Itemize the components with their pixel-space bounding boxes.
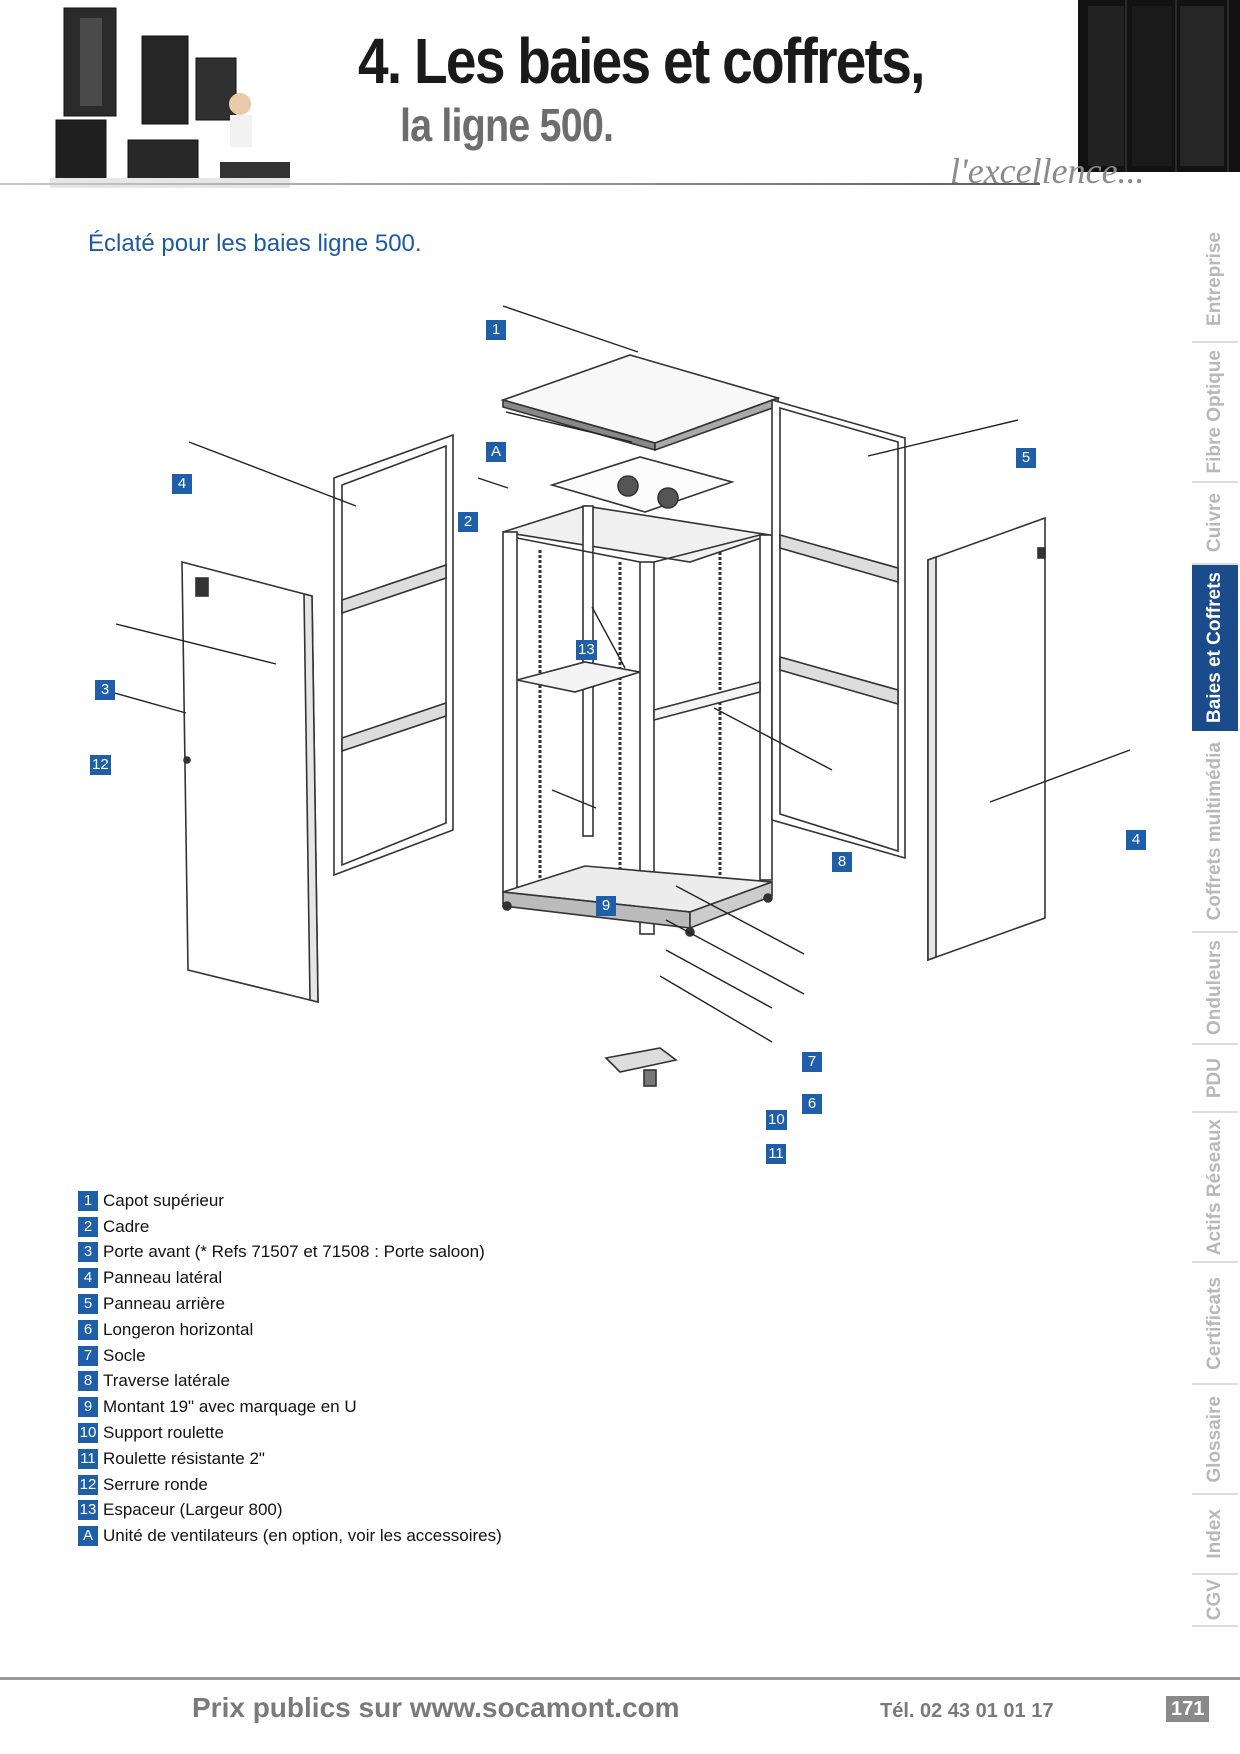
header-divider	[0, 183, 1040, 185]
tab-fibre-optique[interactable]: Fibre Optique	[1192, 343, 1238, 483]
legend-number: 12	[78, 1474, 98, 1495]
footer-divider	[0, 1677, 1240, 1680]
side-tab-nav: Entreprise Fibre Optique Cuivre Baies et…	[1192, 216, 1238, 1627]
callout-4-right: 4	[1126, 830, 1146, 850]
callout-11: 11	[766, 1144, 786, 1164]
legend-number: 8	[78, 1371, 98, 1392]
legend-label: Unité de ventilateurs (en option, voir l…	[103, 1526, 502, 1546]
callout-a: A	[486, 442, 506, 462]
legend-label: Espaceur (Largeur 800)	[103, 1500, 283, 1520]
tab-label: Glossaire	[1204, 1395, 1225, 1483]
header-photo-rack-row	[1078, 0, 1240, 172]
tab-actifs-reseaux[interactable]: Actifs Réseaux	[1192, 1113, 1238, 1263]
legend-number: 11	[78, 1448, 98, 1469]
footer-prices-link[interactable]: Prix publics sur www.socamont.com	[192, 1692, 680, 1723]
legend-number: 13	[78, 1500, 98, 1521]
legend-label: Cadre	[103, 1216, 150, 1236]
tab-cgv[interactable]: CGV	[1192, 1575, 1238, 1627]
callout-13: 13	[576, 640, 597, 660]
legend-label: Panneau arrière	[103, 1294, 225, 1314]
callout-6: 6	[802, 1094, 822, 1114]
legend-label: Porte avant (* Refs 71507 et 71508 : Por…	[103, 1242, 485, 1262]
legend-number: A	[78, 1526, 98, 1547]
legend-label: Panneau latéral	[103, 1268, 223, 1288]
callout-3: 3	[95, 680, 115, 700]
tab-coffrets-multimedia[interactable]: Coffrets multimédia	[1192, 731, 1238, 933]
legend-number: 9	[78, 1397, 98, 1418]
tab-label: PDU	[1204, 1057, 1225, 1099]
tab-entreprise[interactable]: Entreprise	[1192, 216, 1238, 343]
tab-baies-et-coffrets[interactable]: Baies et Coffrets	[1192, 565, 1238, 731]
legend-label: Roulette résistante 2"	[103, 1448, 265, 1468]
legend-label: Socle	[103, 1345, 146, 1365]
exploded-rack-diagram: 1 A 2 4 5 3 12 13 8 9 4 7 6 10 11	[0, 300, 1180, 1180]
callout-1: 1	[486, 320, 506, 340]
legend-label: Longeron horizontal	[103, 1319, 254, 1339]
legend-label: Capot supérieur	[103, 1190, 224, 1210]
tab-label: Baies et Coffrets	[1204, 571, 1225, 723]
legend-number: 4	[78, 1268, 98, 1289]
tab-cuivre[interactable]: Cuivre	[1192, 483, 1238, 565]
page-title: 4. Les baies et coffrets,	[358, 25, 925, 97]
footer-phone: Tél. 02 43 01 01 17	[880, 1700, 1054, 1722]
callout-7: 7	[802, 1052, 822, 1072]
tab-label: Fibre Optique	[1204, 350, 1225, 474]
legend-number: 7	[78, 1345, 98, 1366]
callout-4-left: 4	[172, 474, 192, 494]
tab-index[interactable]: Index	[1192, 1495, 1238, 1575]
callout-12: 12	[90, 755, 111, 775]
callout-10: 10	[766, 1110, 787, 1130]
header-photo-racks	[50, 0, 290, 188]
callout-5: 5	[1016, 448, 1036, 468]
callout-9: 9	[596, 896, 616, 916]
legend-label: Serrure ronde	[103, 1474, 208, 1494]
tab-label: Onduleurs	[1204, 940, 1225, 1036]
legend-label: Montant 19" avec marquage en U	[103, 1397, 357, 1417]
tab-label: CGV	[1204, 1579, 1225, 1621]
tab-onduleurs[interactable]: Onduleurs	[1192, 933, 1238, 1045]
legend-number: 3	[78, 1242, 98, 1263]
tab-glossaire[interactable]: Glossaire	[1192, 1385, 1238, 1495]
tab-label: Entreprise	[1204, 231, 1225, 326]
legend-label: Support roulette	[103, 1423, 224, 1443]
legend-number: 5	[78, 1294, 98, 1315]
section-heading: Éclaté pour les baies ligne 500.	[88, 230, 422, 257]
page-number: 171	[1166, 1696, 1210, 1722]
slogan: l'excellence...	[950, 151, 1145, 191]
legend-number: 1	[78, 1190, 98, 1211]
tab-label: Coffrets multimédia	[1204, 741, 1225, 921]
callout-8: 8	[832, 852, 852, 872]
page-subtitle: la ligne 500.	[400, 99, 614, 151]
legend-number: 6	[78, 1319, 98, 1340]
legend-label: Traverse latérale	[103, 1371, 230, 1391]
tab-label: Actifs Réseaux	[1204, 1118, 1225, 1256]
tab-certificats[interactable]: Certificats	[1192, 1263, 1238, 1385]
tab-label: Certificats	[1204, 1276, 1225, 1370]
callout-2: 2	[458, 512, 478, 532]
tab-pdu[interactable]: PDU	[1192, 1045, 1238, 1113]
legend-number: 10	[78, 1423, 98, 1444]
legend-number: 2	[78, 1216, 98, 1237]
tab-label: Index	[1204, 1509, 1225, 1559]
rack-drawing	[110, 305, 1131, 1087]
tab-label: Cuivre	[1204, 493, 1225, 553]
